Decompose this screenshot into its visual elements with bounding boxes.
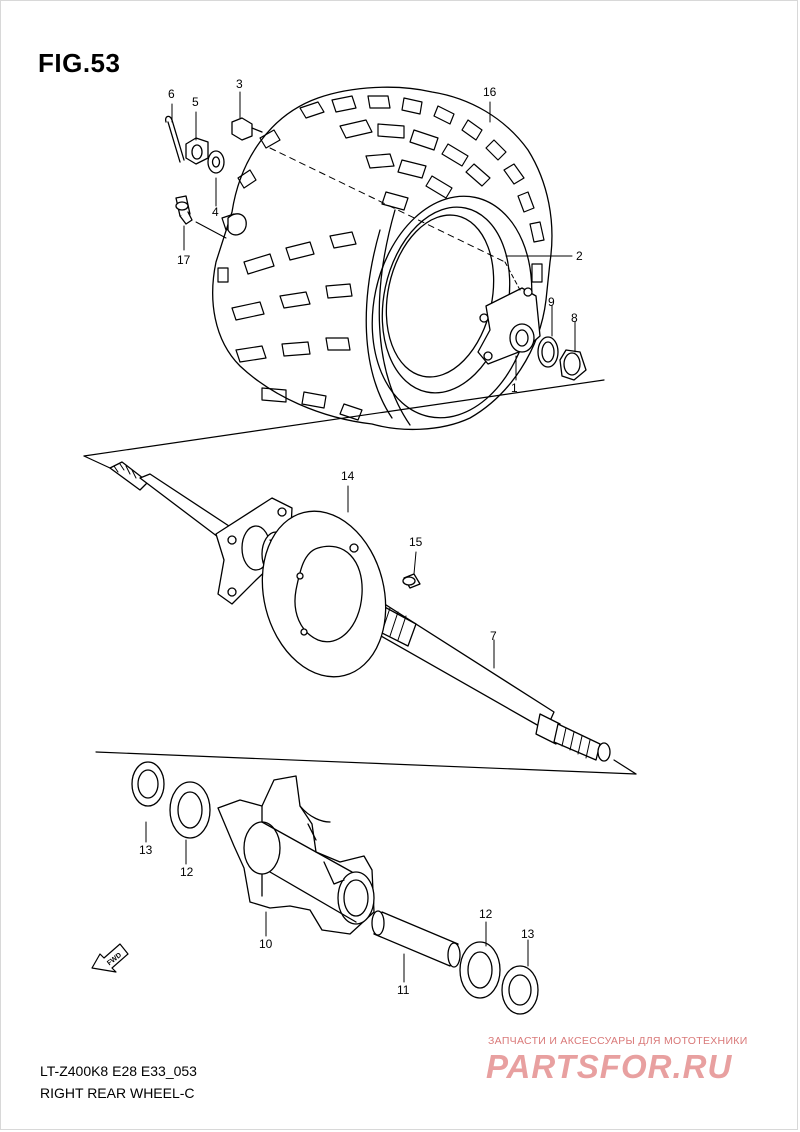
- stud-bolt-17: [175, 195, 193, 225]
- callout-12-left: 12: [180, 865, 194, 879]
- callout-8: 8: [571, 311, 578, 325]
- callout-9: 9: [548, 295, 555, 309]
- page-caption: RIGHT REAR WHEEL-C: [40, 1085, 195, 1101]
- figure-title: FIG.53: [38, 48, 121, 78]
- disc-bolt-15: [402, 573, 421, 589]
- callout-10: 10: [259, 937, 273, 951]
- callout-7: 7: [490, 629, 497, 643]
- callout-4: 4: [212, 205, 219, 219]
- castle-nut-5: [185, 137, 209, 165]
- callout-12-right: 12: [479, 907, 493, 921]
- callout-15: 15: [409, 535, 423, 549]
- callout-1: 1: [511, 381, 518, 395]
- cotter-pin-6: [164, 115, 185, 163]
- callout-16: 16: [483, 85, 497, 99]
- oil-seal-13-left: [131, 761, 165, 807]
- model-code: LT-Z400K8 E28 E33_053: [40, 1063, 197, 1079]
- bearing-12-left: [169, 781, 211, 839]
- fwd-arrow-icon: FWD: [91, 943, 129, 973]
- watermark-tagline: ЗАПЧАСТИ И АКСЕССУАРЫ ДЛЯ МОТОТЕХНИКИ: [488, 1035, 748, 1047]
- axle-housing: [217, 775, 375, 935]
- wheel-nut-3: [231, 117, 263, 141]
- callout-13-left: 13: [139, 843, 153, 857]
- callout-11: 11: [397, 983, 410, 997]
- leader-lines: [145, 91, 576, 983]
- callout-2: 2: [576, 249, 583, 263]
- spacer-tube-11: [371, 910, 461, 968]
- callout-14: 14: [341, 469, 355, 483]
- washer-4: [207, 150, 225, 174]
- oil-seal-13-right: [501, 965, 539, 1015]
- callout-6: 6: [168, 87, 175, 101]
- wheel-hub: [477, 261, 541, 365]
- callout-5: 5: [192, 95, 199, 109]
- tire: [212, 86, 553, 431]
- brake-disc: [261, 510, 387, 678]
- callout-3: 3: [236, 77, 243, 91]
- watermark-brand-logo: PARTSFOR.RU: [486, 1048, 733, 1085]
- bearing-12-right: [459, 941, 501, 999]
- spindle-nut-8: [559, 349, 587, 381]
- callout-17: 17: [177, 253, 191, 267]
- callout-13-right: 13: [521, 927, 535, 941]
- spacer-9: [537, 336, 559, 368]
